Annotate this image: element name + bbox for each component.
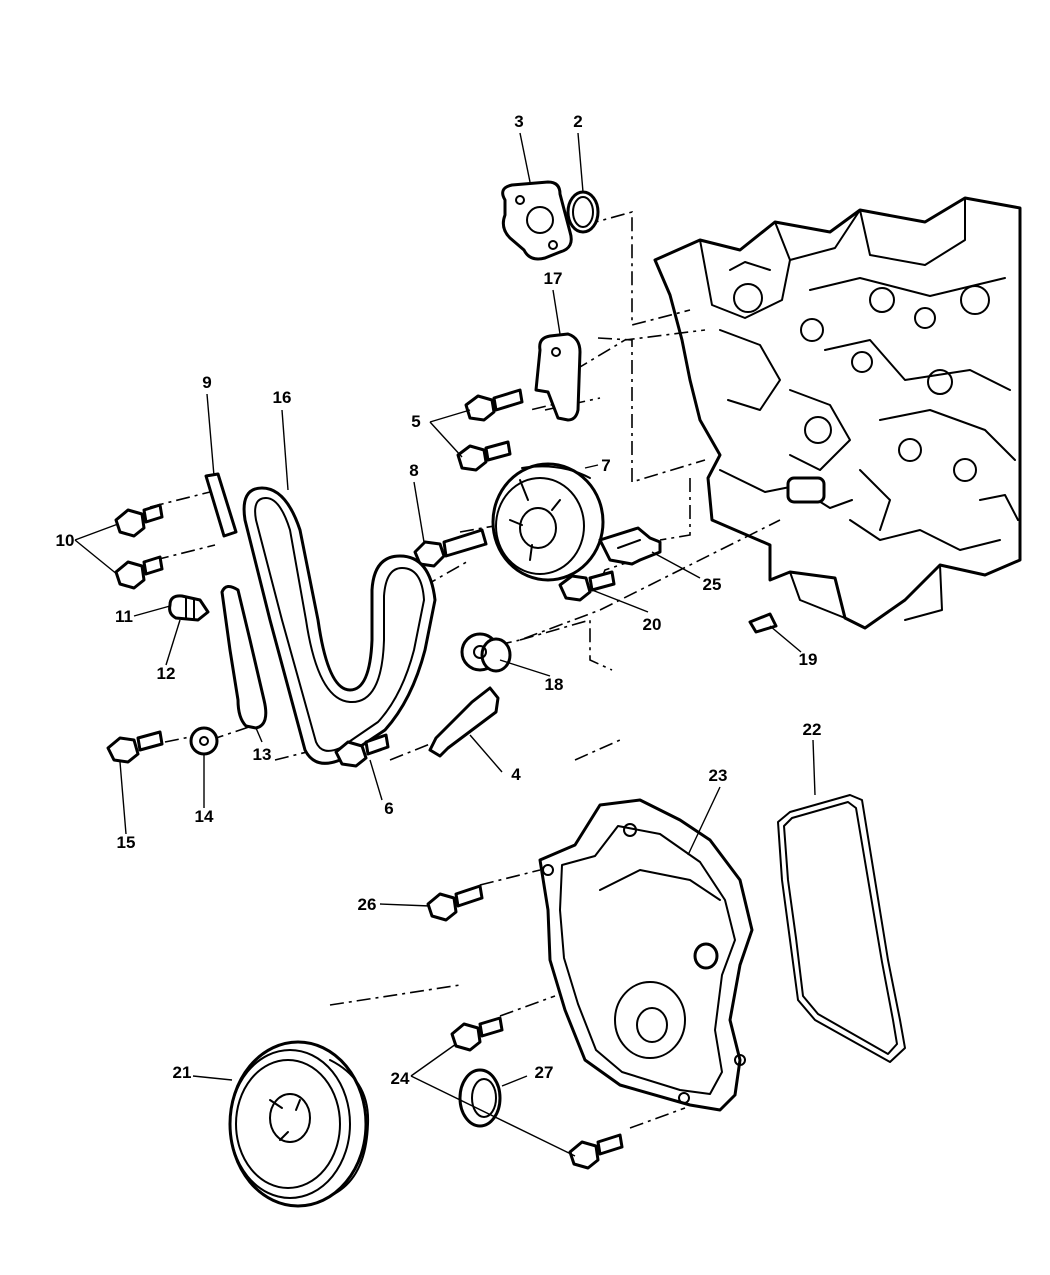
bolt-10-upper xyxy=(114,503,164,538)
engine-block xyxy=(653,196,1022,630)
callout-27: 27 xyxy=(535,1063,554,1082)
callout-14: 14 xyxy=(195,807,214,826)
bolt-6 xyxy=(334,733,390,768)
callout-12: 12 xyxy=(157,664,176,683)
callout-10: 10 xyxy=(56,531,75,550)
bolt-8 xyxy=(413,528,488,568)
guide-9 xyxy=(204,472,238,538)
bolt-24-upper xyxy=(450,1016,504,1052)
callout-16: 16 xyxy=(273,388,292,407)
callout-15: 15 xyxy=(117,833,136,852)
bracket-17 xyxy=(534,332,582,422)
callout-26: 26 xyxy=(358,895,377,914)
seal-27 xyxy=(458,1068,502,1128)
callout-17: 17 xyxy=(544,269,563,288)
gasket-22 xyxy=(777,794,906,1063)
callout-13: 13 xyxy=(253,745,272,764)
bolt-24-lower xyxy=(568,1133,624,1170)
callout-19: 19 xyxy=(799,650,818,669)
callout-2: 2 xyxy=(573,112,582,131)
callout-8: 8 xyxy=(409,461,418,480)
bracket-4 xyxy=(428,686,500,758)
callout-23: 23 xyxy=(709,766,728,785)
bolt-15 xyxy=(106,730,164,764)
front-cover-23 xyxy=(538,798,754,1112)
crank-pulley-21 xyxy=(228,1040,370,1208)
leader-lines xyxy=(74,132,816,1157)
tensioner-arm-13 xyxy=(220,585,268,730)
tensioner-11 xyxy=(168,594,210,622)
callout-24: 24 xyxy=(391,1069,410,1088)
callout-6: 6 xyxy=(384,799,393,818)
timing-belt-16 xyxy=(242,486,437,765)
callout-labels: 3 2 17 9 16 5 7 8 10 25 11 20 19 12 18 2… xyxy=(56,112,822,1088)
callout-11: 11 xyxy=(115,607,133,626)
pulley-7 xyxy=(491,462,605,582)
callout-5: 5 xyxy=(411,412,420,431)
callout-18: 18 xyxy=(545,675,564,694)
gasket-plate-3 xyxy=(501,180,573,261)
idler-18 xyxy=(460,632,512,673)
callout-7: 7 xyxy=(601,456,610,475)
bolt-26 xyxy=(426,884,484,922)
callout-4: 4 xyxy=(511,765,521,784)
callout-21: 21 xyxy=(173,1063,192,1082)
callout-3: 3 xyxy=(514,112,523,131)
dowel-pin-19 xyxy=(748,612,778,634)
callout-20: 20 xyxy=(643,615,662,634)
bolt-5-upper xyxy=(464,388,524,422)
bolt-5-lower xyxy=(456,440,512,472)
callout-9: 9 xyxy=(202,373,211,392)
washer-14 xyxy=(189,726,219,756)
bolt-10-lower xyxy=(114,555,164,590)
callout-22: 22 xyxy=(803,720,822,739)
callout-25: 25 xyxy=(703,575,722,594)
bolt-20 xyxy=(558,570,616,602)
sensor-25 xyxy=(598,526,662,566)
